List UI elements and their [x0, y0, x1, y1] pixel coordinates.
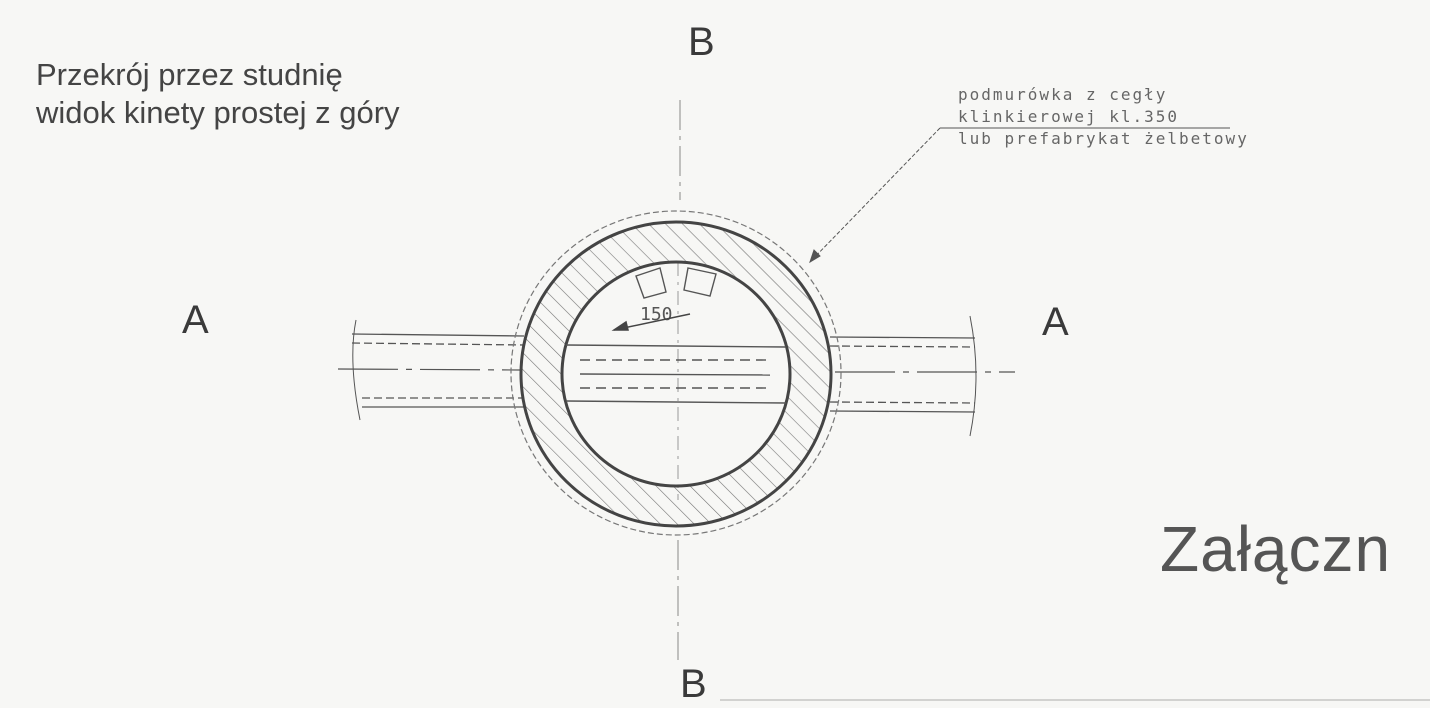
wall-hatching [521, 222, 832, 526]
pipe-right [829, 315, 977, 437]
section-label-a-right: A [1042, 300, 1069, 344]
channel-kineta [565, 344, 787, 404]
title-line-1: Przekrój przez studnię [36, 57, 343, 92]
attachment-label: Załączn [1160, 513, 1392, 585]
section-label-b-bottom: B [680, 662, 707, 706]
wall-inner-edge [560, 260, 792, 488]
callout-leader [809, 127, 1230, 264]
step-blocks [635, 267, 717, 299]
callout-line-1: podmurówka z cegły [958, 85, 1168, 104]
section-label-b-top: B [688, 20, 715, 64]
material-callout: podmurówka z cegły klinkierowej kl.350 l… [958, 84, 1249, 150]
drawing-title: Przekrój przez studnię widok kinety pros… [36, 56, 400, 132]
axis-a-left [337, 368, 521, 371]
dimension-arrow [611, 313, 691, 331]
pipe-left [351, 319, 525, 421]
wall-outer-edge [519, 220, 833, 528]
section-label-a-left: A [182, 298, 209, 342]
outer-foundation-outline [510, 210, 842, 536]
title-line-2: widok kinety prostej z góry [36, 95, 400, 130]
callout-line-2: klinkierowej kl.350 [958, 107, 1180, 126]
callout-line-3: lub prefabrykat żelbetowy [958, 129, 1249, 148]
